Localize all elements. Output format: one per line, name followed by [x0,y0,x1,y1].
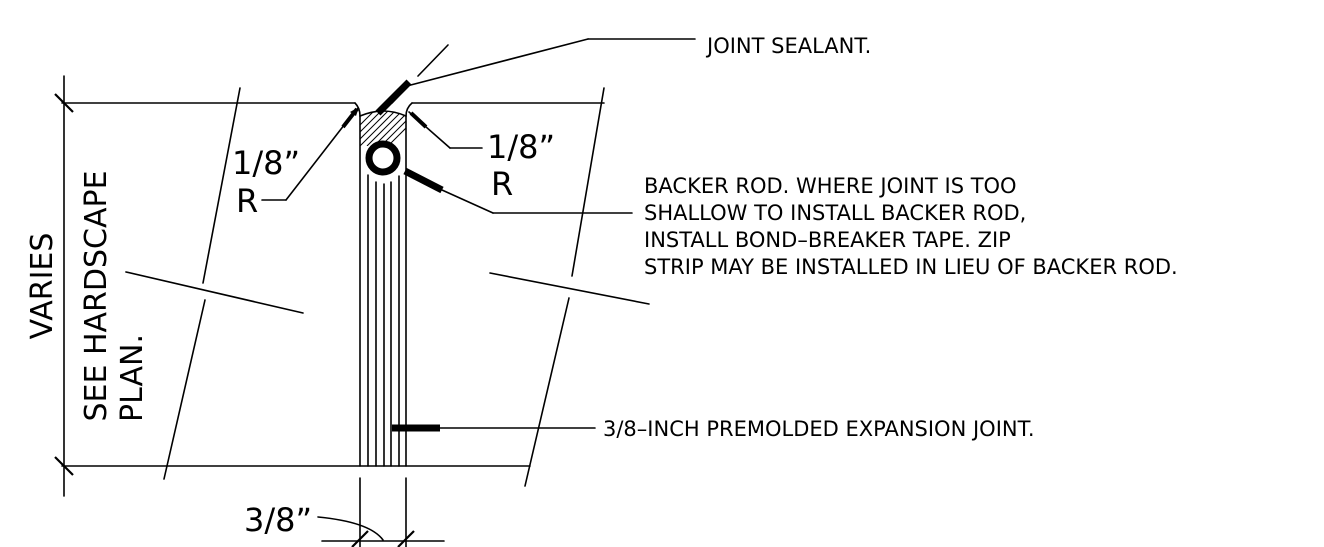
varies-dimension-line [54,75,74,497]
left-radius-unit: R [236,182,258,220]
right-radius-unit: R [491,165,513,203]
expansion-joint [359,115,407,467]
premolded-filler-lines [367,174,400,467]
left-radius-value: 1/8” [232,144,300,182]
joint-sealant-fill [359,110,407,146]
right-radius-value: 1/8” [487,128,555,166]
joint-sealant-leader [375,38,696,116]
right-radius-leader [408,111,483,149]
backer-rod-label-line3: INSTALL BOND–BREAKER TAPE. ZIP [644,228,1011,252]
see-plan-label-line2: PLAN. [115,334,150,422]
joint-sealant-label: JOINT SEALANT. [705,34,871,58]
right-concrete-slab [405,87,650,487]
backer-rod [365,140,401,176]
left-concrete-slab [61,87,531,480]
backer-rod-label-line4: STRIP MAY BE INSTALLED IN LIEU OF BACKER… [644,255,1178,279]
backer-rod-label-line1: BACKER ROD. WHERE JOINT IS TOO [644,174,1017,198]
joint-width-label: 3/8” [244,501,312,539]
joint-width-dimension [317,477,445,547]
varies-label: VARIES [25,233,60,340]
backer-rod-label-line2: SHALLOW TO INSTALL BACKER ROD, [644,201,1026,225]
backer-rod-leader [403,167,633,214]
expansion-joint-label: 3/8–INCH PREMOLDED EXPANSION JOINT. [603,417,1035,441]
see-plan-label-line1: SEE HARDSCAPE [79,170,114,421]
left-radius-leader [261,107,359,201]
